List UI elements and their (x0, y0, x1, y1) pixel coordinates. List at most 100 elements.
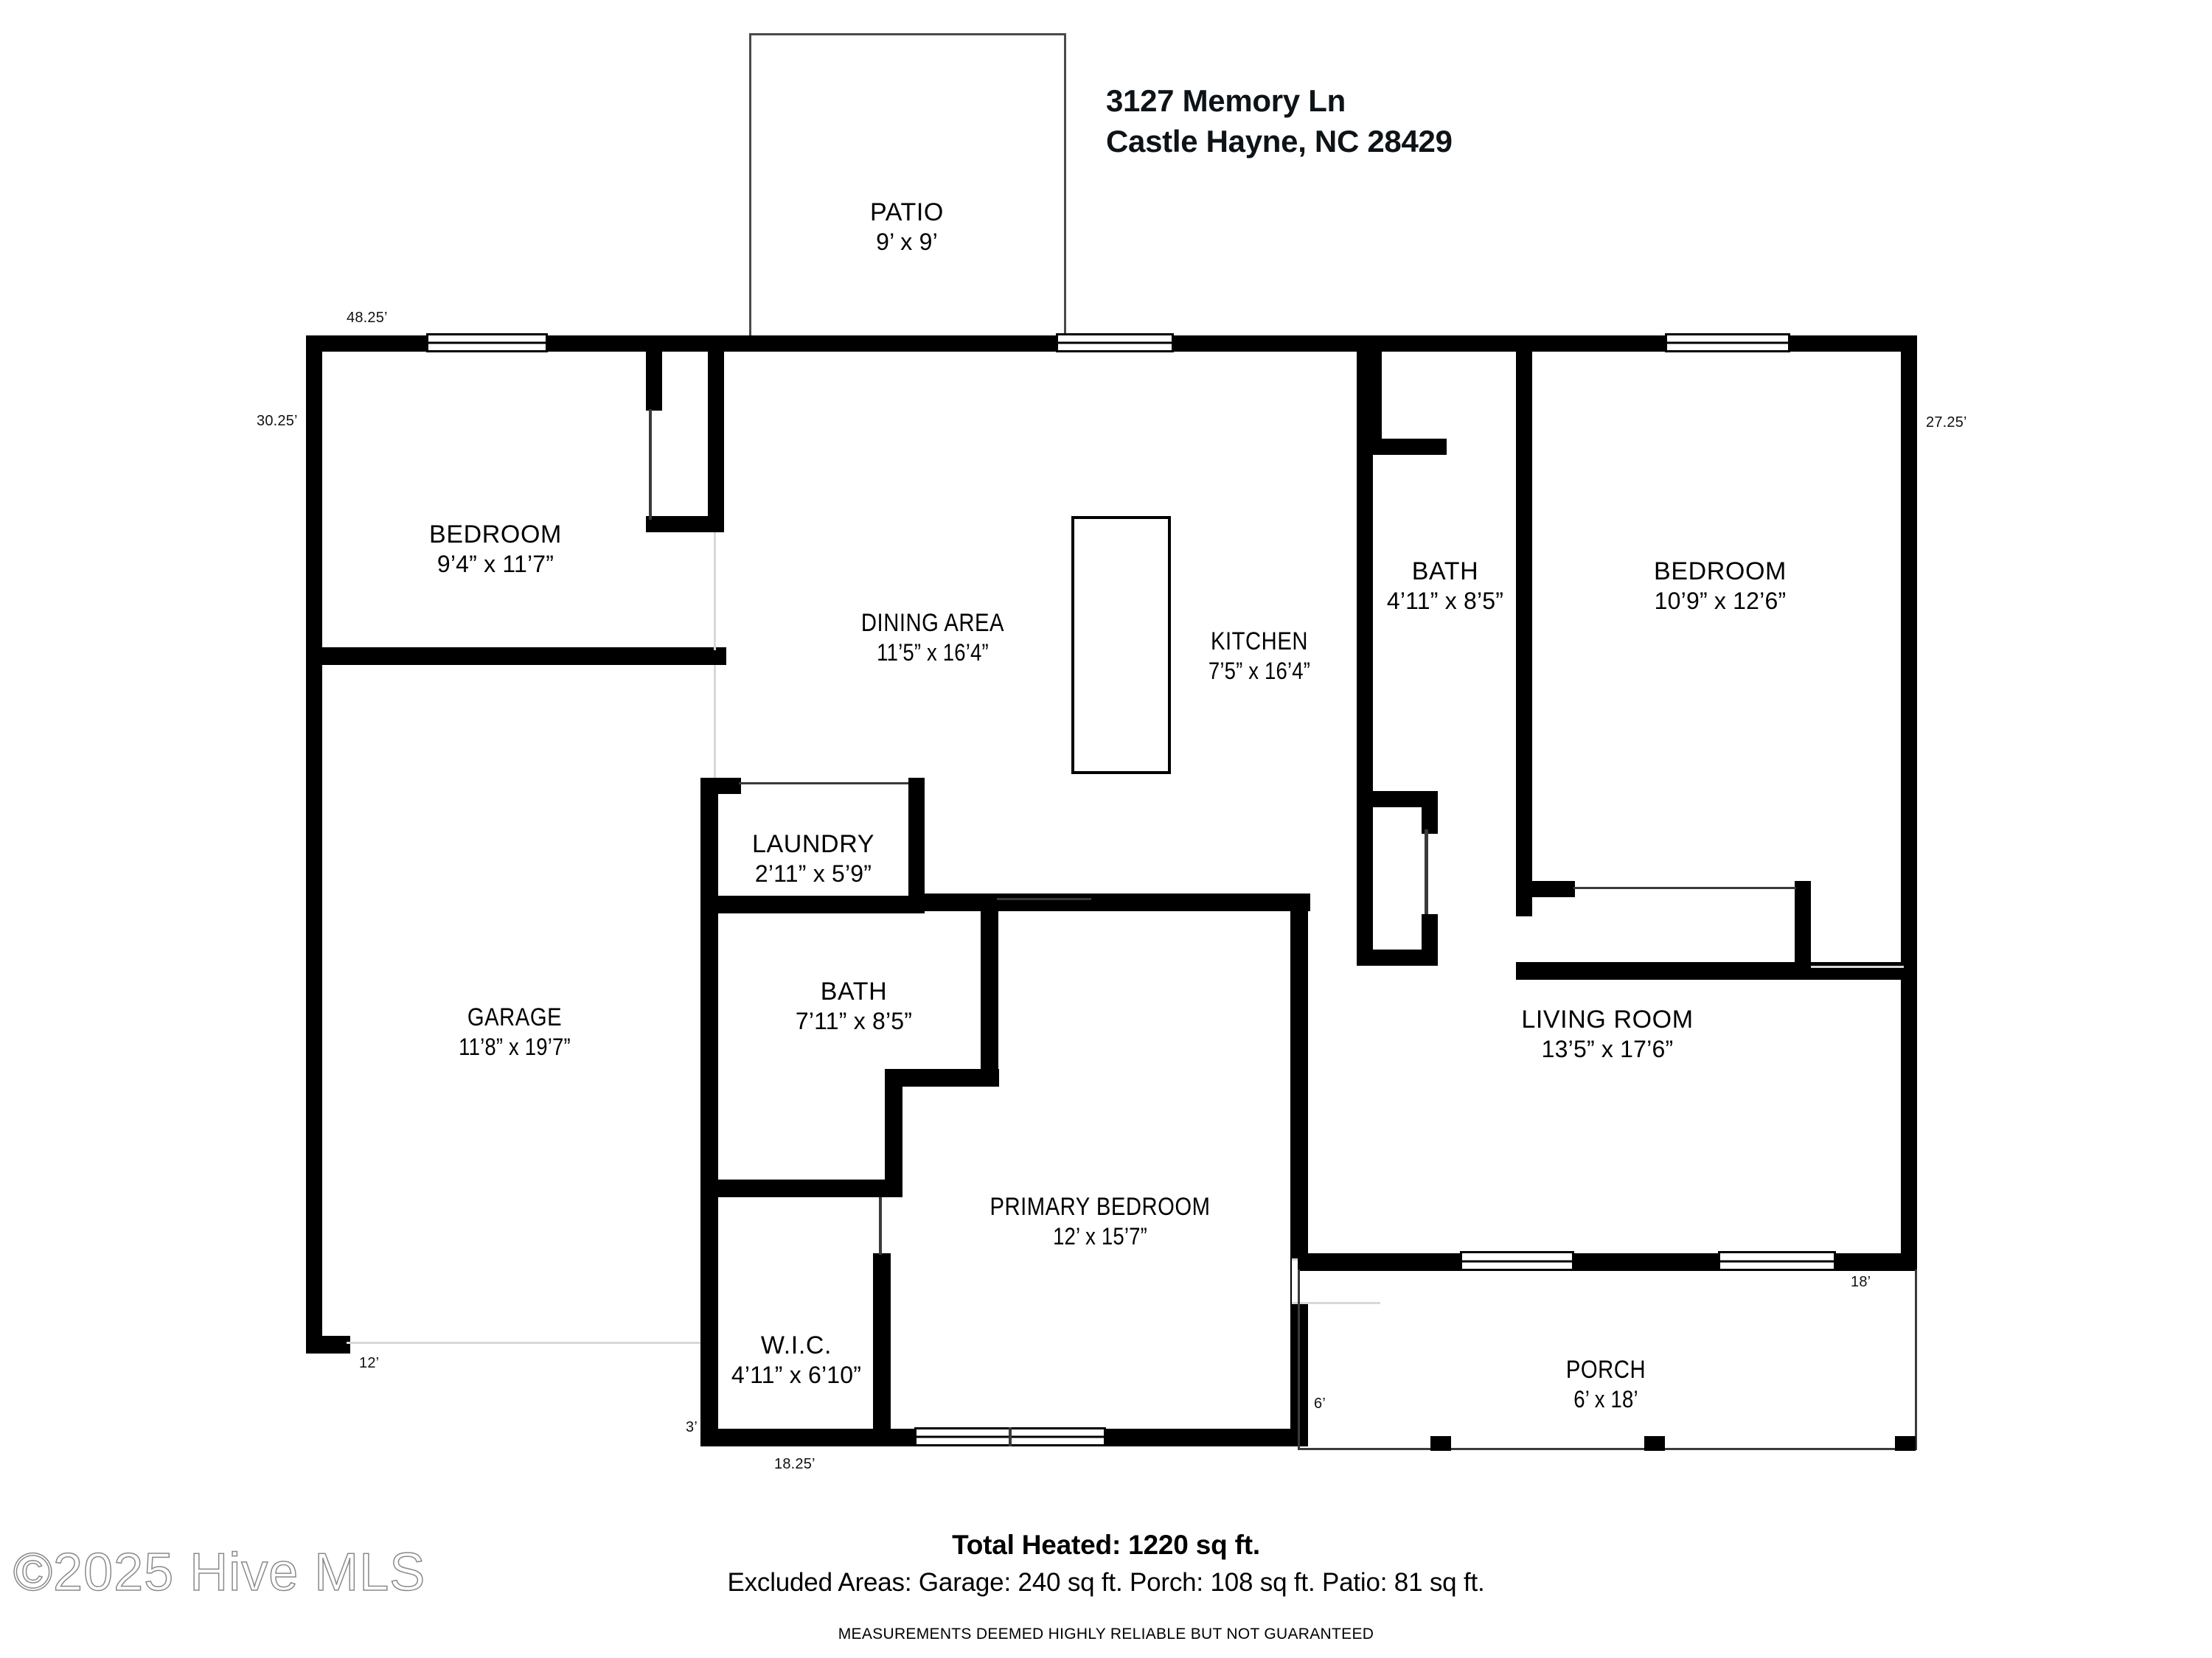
wall-right-bedroom-bottom-right (1811, 962, 1902, 980)
room-label-dining-area: DINING AREA 11’5” x 16’4” (849, 608, 1016, 667)
wall-bath-hall-bottom (1357, 791, 1438, 807)
window-front-bedroom (426, 333, 548, 352)
property-address: 3127 Memory Ln Castle Hayne, NC 28429 (1106, 81, 1453, 161)
room-name: BEDROOM (1654, 557, 1787, 585)
room-name: LAUNDRY (751, 830, 875, 858)
room-label-patio: PATIO 9’ x 9’ (870, 198, 944, 257)
dimension-bottom-center: 18.25’ (774, 1456, 815, 1472)
room-dims: 11’5” x 16’4” (877, 639, 989, 666)
porch-post-2 (1644, 1436, 1665, 1451)
patio-outline (749, 33, 1066, 339)
wall-laundry-bottom (700, 896, 925, 913)
dimension-bottom-left: 12’ (359, 1355, 380, 1371)
room-name: W.I.C. (760, 1331, 832, 1359)
room-label-primary-bedroom: PRIMARY BEDROOM 12’ x 15’7” (972, 1192, 1228, 1251)
dimension-bottom-notch: 3’ (686, 1419, 698, 1435)
wall-bath-closet-left (1357, 806, 1373, 966)
wall-front-bedroom-jog (646, 516, 724, 532)
dimension-porch-left: 6’ (1314, 1396, 1326, 1412)
room-dims: 2’11” x 5’9” (754, 860, 872, 888)
room-name: DINING AREA (860, 609, 1005, 637)
room-label-laundry: LAUNDRY 2’11” x 5’9” (752, 829, 874, 888)
wall-right-bedroom-closet-bottom (1516, 962, 1811, 980)
room-dims: 6’ x 18’ (1573, 1386, 1638, 1413)
laundry-top-opening (739, 782, 908, 784)
wall-wic-right (873, 1253, 891, 1446)
wall-garage-right (700, 778, 718, 1430)
room-dims: 7’11” x 8’5” (795, 1008, 913, 1035)
room-label-bedroom-front: BEDROOM 9’4” x 11’7” (429, 520, 562, 579)
living-room-upper-faint (1811, 966, 1904, 968)
dimension-top-left: 48.25’ (347, 310, 388, 326)
dimension-porch-right: 18’ (1851, 1274, 1871, 1290)
wall-right-bedroom-closet-top (1516, 881, 1575, 897)
address-line-1: 3127 Memory Ln (1106, 83, 1346, 118)
room-label-bath-primary: BATH 7’11” x 8’5” (796, 977, 912, 1036)
room-name: PATIO (870, 198, 944, 226)
room-dims: 4’11” x 6’10” (731, 1362, 862, 1389)
wall-right-bedroom-closet-right (1795, 881, 1811, 977)
room-dims: 7’5” x 16’4” (1208, 658, 1311, 685)
wall-right-outer-lower (1901, 980, 1917, 1256)
wall-laundry-right (908, 778, 925, 903)
footer-total-heated: Total Heated: 1220 sq ft. (952, 1530, 1260, 1560)
wall-bath-hall-top (908, 894, 1310, 911)
room-dims: 9’4” x 11’7” (437, 551, 554, 578)
right-bedroom-closet-doors (1573, 887, 1796, 889)
window-living-room-1 (1460, 1251, 1574, 1271)
wall-primary-bath-bottom-vert (885, 1069, 902, 1194)
dimension-right-upper: 27.25’ (1926, 414, 1967, 431)
room-name: PORCH (1565, 1356, 1646, 1384)
dimension-left-upper: 30.25’ (257, 413, 298, 429)
wall-laundry-top (700, 778, 741, 794)
wall-front-bedroom-bottom (306, 647, 726, 665)
footer-disclaimer: MEASUREMENTS DEEMED HIGHLY RELIABLE BUT … (838, 1626, 1374, 1643)
room-label-bath-hall: BATH 4’11” x 8’5” (1387, 557, 1503, 616)
kitchen-island (1071, 516, 1171, 774)
address-line-2: Castle Hayne, NC 28429 (1106, 123, 1453, 159)
room-name: PRIMARY BEDROOM (990, 1193, 1211, 1221)
room-dims: 12’ x 15’7” (1053, 1223, 1147, 1250)
room-label-wic: W.I.C. 4’11” x 6’10” (731, 1331, 861, 1390)
wall-bottom-garage (306, 1336, 350, 1354)
room-dims: 13’5” x 17’6” (1541, 1036, 1674, 1063)
wall-bath-left-long (1357, 352, 1373, 806)
room-dims: 11’8” x 19’7” (459, 1034, 571, 1061)
room-label-kitchen: KITCHEN 7’5” x 16’4” (1200, 627, 1319, 686)
front-bedroom-right-faint (714, 532, 716, 650)
garage-bottom-faint-line (347, 1342, 700, 1344)
room-name: BATH (820, 978, 888, 1006)
room-name: KITCHEN (1211, 627, 1308, 655)
wall-primary-bath-right (981, 894, 998, 1070)
room-label-porch: PORCH 6’ x 18’ (1559, 1355, 1652, 1414)
porch-outline-right (1915, 1269, 1917, 1450)
bath-hall-door (1425, 829, 1428, 918)
wall-primary-bath-bottom-jog (885, 1069, 999, 1087)
wall-top-left (306, 335, 1051, 352)
footer-excluded-areas: Excluded Areas: Garage: 240 sq ft. Porch… (727, 1568, 1485, 1597)
wall-front-bedroom-closet-left (646, 352, 662, 411)
room-dims: 4’11” x 8’5” (1386, 588, 1504, 615)
porch-outline-left (1298, 1269, 1300, 1450)
window-primary-bedroom-mullion (1009, 1427, 1012, 1446)
room-label-garage: GARAGE 11’8” x 19’7” (450, 1003, 580, 1062)
wall-primary-bath-bottom (718, 1180, 902, 1197)
front-bedroom-right-faint-2 (714, 665, 716, 783)
wall-right-bedroom-left-lower (1516, 791, 1532, 916)
room-label-living-room: LIVING ROOM 13’5” x 17’6” (1521, 1005, 1693, 1064)
window-living-room-2 (1718, 1251, 1836, 1271)
window-dining (1056, 333, 1174, 352)
room-name: BEDROOM (429, 520, 562, 548)
room-name: LIVING ROOM (1521, 1006, 1694, 1034)
porch-outline-bottom (1298, 1448, 1917, 1450)
wall-bath-hall-vertical (1422, 791, 1438, 834)
room-dims: 9’ x 9’ (876, 229, 938, 256)
wall-left-outer (306, 335, 322, 1353)
room-name: GARAGE (467, 1003, 563, 1031)
wall-bath-closet-bottom (1357, 950, 1438, 966)
room-label-bedroom-right: BEDROOM 10’9” x 12’6” (1654, 557, 1787, 616)
front-bedroom-closet-door (649, 409, 652, 520)
window-right-bedroom (1665, 333, 1790, 352)
porch-post-1 (1430, 1436, 1451, 1451)
